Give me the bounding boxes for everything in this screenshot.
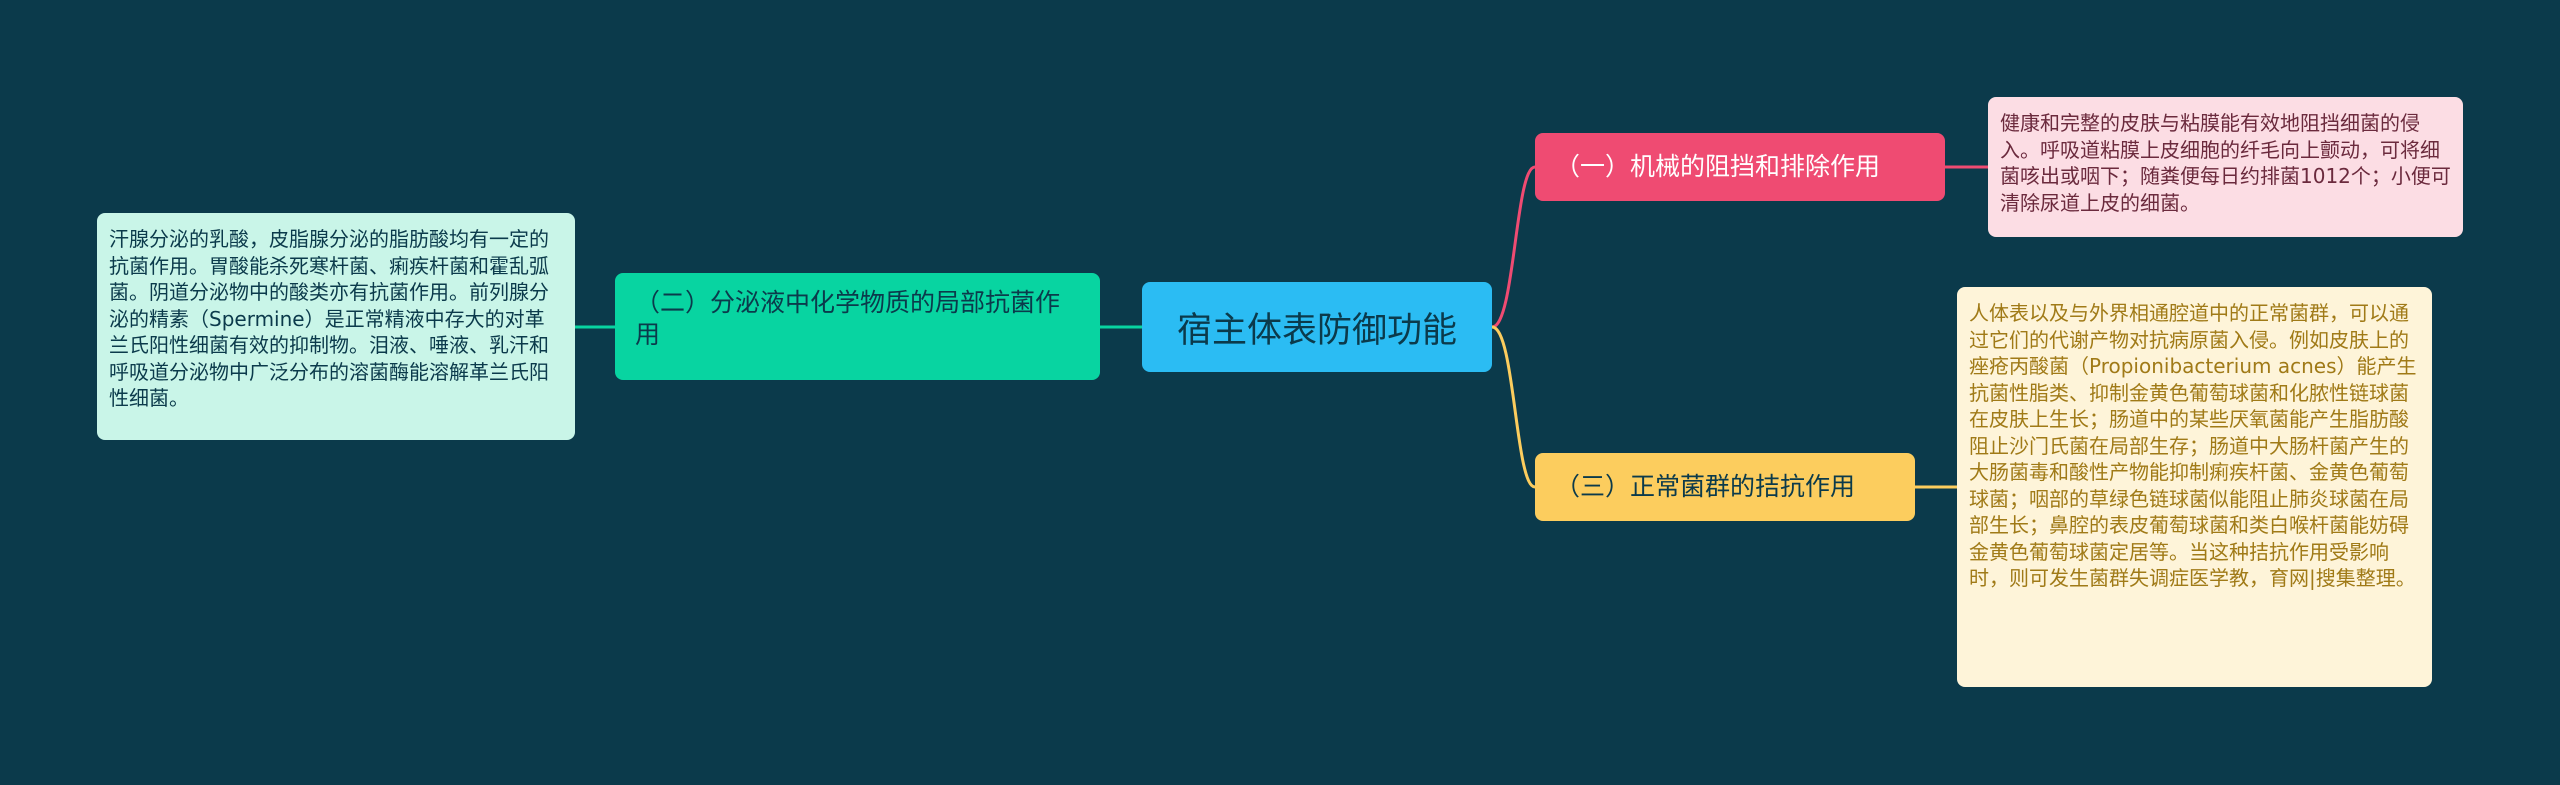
- branch-normal-flora-label: （三）正常菌群的拮抗作用: [1555, 472, 1856, 501]
- root-topic[interactable]: 宿主体表防御功能: [1142, 282, 1492, 372]
- branch-mechanical-barrier-label: （一）机械的阻挡和排除作用: [1555, 152, 1881, 181]
- branch-chemical-secretion[interactable]: （二）分泌液中化学物质的局部抗菌作用: [615, 273, 1100, 380]
- leaf-normal-flora-detail[interactable]: 人体表以及与外界相通腔道中的正常菌群，可以通过它们的代谢产物对抗病原菌入侵。例如…: [1957, 287, 2432, 687]
- connector-root-branch3: [1491, 325, 1536, 489]
- leaf-mechanical-barrier-detail[interactable]: 健康和完整的皮肤与粘膜能有效地阻挡细菌的侵入。呼吸道粘膜上皮细胞的纤毛向上颤动，…: [1988, 97, 2463, 237]
- leaf-normal-flora-text: 人体表以及与外界相通腔道中的正常菌群，可以通过它们的代谢产物对抗病原菌入侵。例如…: [1969, 301, 2417, 590]
- connector-root-branch1: [1491, 165, 1536, 329]
- root-topic-label: 宿主体表防御功能: [1176, 310, 1457, 351]
- leaf-mechanical-barrier-text: 健康和完整的皮肤与粘膜能有效地阻挡细菌的侵入。呼吸道粘膜上皮细胞的纤毛向上颤动，…: [2000, 111, 2451, 215]
- branch-normal-flora[interactable]: （三）正常菌群的拮抗作用: [1535, 453, 1915, 521]
- leaf-chemical-secretion-text: 汗腺分泌的乳酸，皮脂腺分泌的脂肪酸均有一定的抗菌作用。胃酸能杀死寒杆菌、痢疾杆菌…: [109, 227, 549, 410]
- branch-chemical-secretion-label: （二）分泌液中化学物质的局部抗菌作用: [635, 288, 1061, 349]
- leaf-chemical-secretion-detail[interactable]: 汗腺分泌的乳酸，皮脂腺分泌的脂肪酸均有一定的抗菌作用。胃酸能杀死寒杆菌、痢疾杆菌…: [97, 213, 575, 440]
- branch-mechanical-barrier[interactable]: （一）机械的阻挡和排除作用: [1535, 133, 1945, 201]
